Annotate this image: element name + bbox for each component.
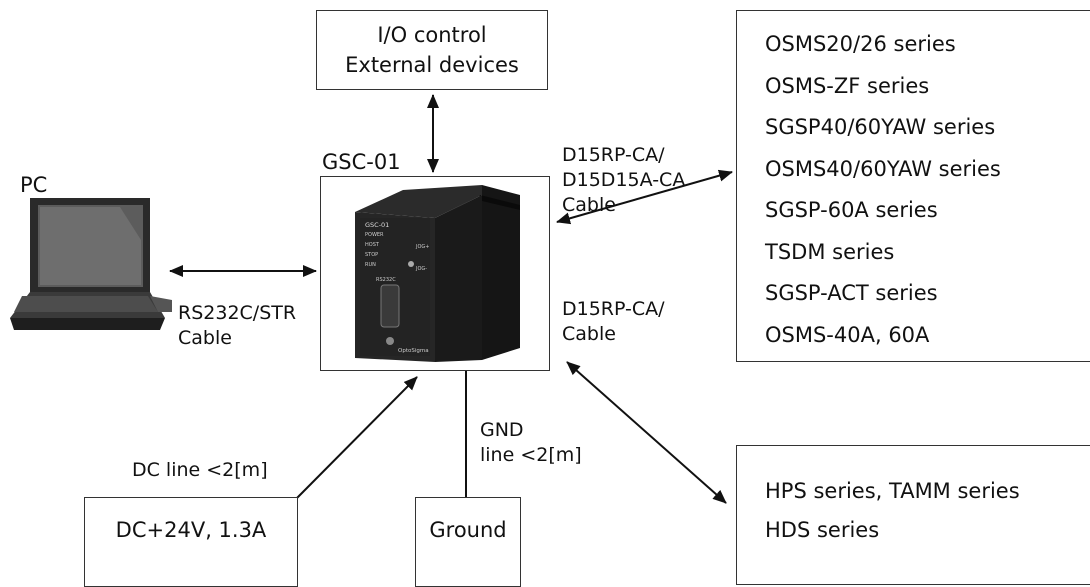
dc-arrow bbox=[295, 376, 418, 500]
stage-series-list: OSMS20/26 series OSMS-ZF series SGSP40/6… bbox=[765, 27, 1001, 359]
rs232-cable-line2: Cable bbox=[178, 327, 232, 349]
gnd-line-line2: line <2[m] bbox=[480, 444, 582, 466]
list-item: OSMS-40A, 60A bbox=[765, 322, 930, 347]
upper-cable-line1: D15RP-CA/ bbox=[562, 144, 665, 166]
list-item: SGSP-ACT series bbox=[765, 281, 938, 305]
panel-stop: STOP bbox=[365, 252, 378, 258]
controller-box bbox=[320, 176, 550, 371]
pc-label: PC bbox=[20, 173, 48, 197]
dc-power-box: DC+24V, 1.3A bbox=[84, 497, 298, 587]
upper-cable-arrow bbox=[556, 169, 733, 225]
panel-rs232c: RS232C bbox=[376, 277, 396, 283]
controller-label: GSC-01 bbox=[322, 150, 401, 174]
list-item: OSMS20/26 series bbox=[765, 32, 956, 56]
ground-label: Ground bbox=[429, 518, 507, 542]
list-item: OSMS-ZF series bbox=[765, 73, 930, 98]
upper-cable-line2: D15D15A-CA bbox=[562, 169, 686, 191]
gnd-line-line1: GND bbox=[480, 419, 524, 441]
dc-power-label: DC+24V, 1.3A bbox=[115, 518, 267, 542]
list-item: SGSP40/60YAW series bbox=[765, 115, 996, 139]
rs232-cable-line1: RS232C/STR bbox=[178, 302, 297, 324]
list-item: HDS series bbox=[765, 518, 880, 542]
dc-line-label: DC line <2[m] bbox=[132, 459, 268, 481]
list-item: TSDM series bbox=[765, 239, 895, 264]
panel-model: GSC-01 bbox=[365, 221, 389, 229]
list-item: OSMS40/60YAW series bbox=[765, 156, 1001, 181]
list-item: HPS series, TAMM series bbox=[765, 479, 1020, 503]
io-control-line1: I/O control bbox=[377, 23, 487, 47]
list-item: SGSP-60A series bbox=[765, 198, 938, 222]
panel-jog-minus: JOG- bbox=[415, 266, 427, 272]
hps-series-list: HPS series, TAMM series HDS series bbox=[765, 474, 1020, 552]
panel-brand: OptoSigma bbox=[398, 348, 429, 354]
ground-box: Ground bbox=[415, 497, 521, 587]
panel-jog-plus: JOG+ bbox=[415, 244, 429, 250]
upper-cable-line3: Cable bbox=[562, 194, 616, 216]
hps-series-box: HPS series, TAMM series HDS series bbox=[736, 445, 1090, 585]
stage-series-box: OSMS20/26 series OSMS-ZF series SGSP40/6… bbox=[736, 10, 1090, 362]
panel-run: RUN bbox=[365, 262, 376, 268]
panel-power: POWER bbox=[365, 232, 384, 238]
connector-layer bbox=[169, 94, 733, 504]
io-control-line2: External devices bbox=[345, 53, 519, 77]
lower-cable-line1: D15RP-CA/ bbox=[562, 298, 665, 320]
io-control-box: I/O control External devices bbox=[316, 10, 548, 90]
lower-cable-arrow bbox=[566, 361, 727, 504]
panel-host: HOST bbox=[365, 242, 380, 248]
laptop-icon bbox=[10, 198, 172, 330]
controller-device: GSC-01 POWER HOST STOP RUN JOG+ JOG- RS2… bbox=[355, 185, 520, 362]
lower-cable-line2: Cable bbox=[562, 323, 616, 345]
